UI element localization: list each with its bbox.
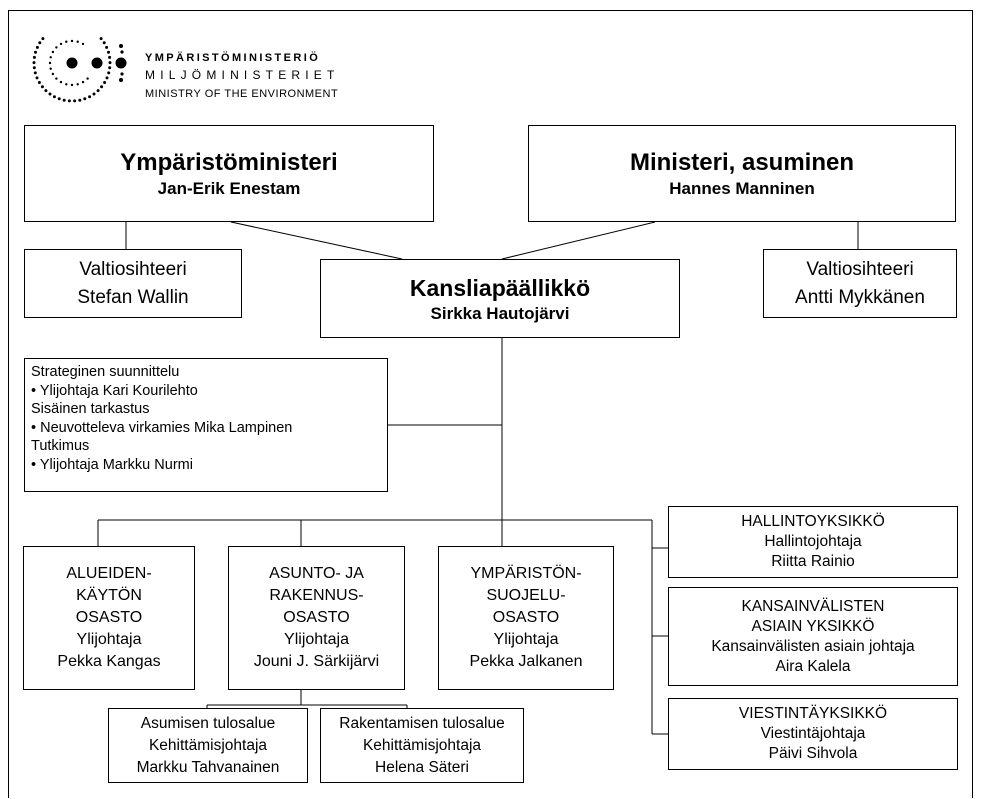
unit-box-communications: VIESTINTÄYKSIKKÖ Viestintäjohtaja Päivi …	[668, 698, 958, 770]
logo-name-swedish: MILJÖMINISTERIET	[145, 68, 340, 82]
connector-minister-chancellor-right	[501, 221, 656, 260]
minister-environment-box: Ympäristöministeri Jan-Erik Enestam	[24, 125, 434, 222]
strategy-line: • Ylijohtaja Markku Nurmi	[31, 456, 193, 473]
strategy-line: Sisäinen tarkastus	[31, 401, 150, 418]
unit-line: Riitta Rainio	[771, 553, 855, 570]
unit-line: HALLINTOYKSIKKÖ	[741, 513, 885, 530]
result-area-line: Asumisen tulosalue	[140, 714, 276, 732]
strategy-line: Tutkimus	[31, 438, 90, 455]
unit-box-administration: HALLINTOYKSIKKÖ Hallintojohtaja Riitta R…	[668, 506, 958, 578]
logo-name-finnish: YMPÄRISTÖMINISTERIÖ	[145, 52, 321, 64]
department-line: Ylijohtaja	[76, 631, 142, 648]
result-area-box-building: Rakentamisen tulosalue Kehittämisjohtaja…	[320, 708, 524, 783]
result-area-line: Kehittämisjohtaja	[362, 736, 482, 754]
unit-line: Hallintojohtaja	[764, 533, 862, 550]
department-box-land-use: ALUEIDEN- KÄYTÖN OSASTO Ylijohtaja Pekka…	[23, 546, 195, 690]
department-line: YMPÄRISTÖN-	[470, 565, 582, 582]
department-box-environmental-protection: YMPÄRISTÖN- SUOJELU- OSASTO Ylijohtaja P…	[438, 546, 614, 690]
state-secretary-right-box: Valtiosihteeri Antti Mykkänen	[763, 249, 957, 318]
chancellor-name: Sirkka Hautojärvi	[430, 303, 570, 323]
connector-minister-chancellor-left	[230, 221, 403, 260]
strategy-line: Strateginen suunnittelu	[31, 364, 180, 380]
department-line: RAKENNUS-	[269, 587, 364, 604]
minister-environment-title: Ympäristöministeri	[120, 148, 338, 176]
ministry-logo-emblem-icon	[32, 37, 127, 103]
unit-line: Kansainvälisten asiain johtaja	[711, 637, 915, 655]
department-line: OSASTO	[283, 609, 350, 626]
department-box-housing-building: ASUNTO- JA RAKENNUS- OSASTO Ylijohtaja J…	[228, 546, 405, 690]
department-line: Jouni J. Särkijärvi	[253, 653, 380, 670]
unit-line: ASIAIN YKSIKKÖ	[751, 617, 875, 635]
page-frame	[8, 10, 973, 798]
unit-line: Viestintäjohtaja	[760, 725, 866, 742]
minister-housing-box: Ministeri, asuminen Hannes Manninen	[528, 125, 956, 222]
strategy-box: Strateginen suunnittelu • Ylijohtaja Kar…	[24, 358, 388, 492]
department-line: Ylijohtaja	[284, 631, 349, 648]
state-secretary-left-title: Valtiosihteeri	[79, 258, 187, 280]
logo-name-english: MINISTRY OF THE ENVIRONMENT	[145, 88, 339, 100]
state-secretary-right-name: Antti Mykkänen	[795, 286, 925, 308]
department-line: OSASTO	[492, 609, 560, 626]
unit-line: Aira Kalela	[775, 657, 851, 675]
chancellor-title: Kansliapäällikkö	[409, 274, 591, 301]
minister-housing-title: Ministeri, asuminen	[629, 148, 855, 176]
result-area-line: Markku Tahvanainen	[136, 758, 280, 776]
strategy-line: • Ylijohtaja Kari Kourilehto	[31, 382, 198, 399]
strategy-line: • Neuvotteleva virkamies Mika Lampinen	[31, 419, 293, 436]
unit-line: KANSAINVÄLISTEN	[741, 597, 885, 615]
department-line: ASUNTO- JA	[269, 565, 364, 582]
minister-environment-name: Jan-Erik Enestam	[157, 178, 301, 198]
state-secretary-left-box: Valtiosihteeri Stefan Wallin	[24, 249, 242, 318]
result-area-box-housing: Asumisen tulosalue Kehittämisjohtaja Mar…	[108, 708, 308, 783]
department-line: ALUEIDEN-	[66, 565, 152, 582]
department-line: KÄYTÖN	[76, 587, 142, 604]
chancellor-box: Kansliapäällikkö Sirkka Hautojärvi	[320, 259, 680, 338]
department-line: Pekka Kangas	[57, 653, 161, 670]
unit-box-international-affairs: KANSAINVÄLISTEN ASIAIN YKSIKKÖ Kansainvä…	[668, 587, 958, 686]
department-line: SUOJELU-	[486, 587, 566, 604]
state-secretary-right-title: Valtiosihteeri	[806, 258, 914, 280]
state-secretary-left-name: Stefan Wallin	[77, 286, 189, 308]
unit-line: VIESTINTÄYKSIKKÖ	[738, 705, 888, 722]
ministry-logo: YMPÄRISTÖMINISTERIÖ MILJÖMINISTERIET MIN…	[0, 0, 400, 120]
department-line: Ylijohtaja	[493, 631, 559, 648]
result-area-line: Kehittämisjohtaja	[148, 736, 268, 754]
department-line: OSASTO	[75, 609, 143, 626]
minister-housing-name: Hannes Manninen	[669, 178, 815, 198]
result-area-line: Rakentamisen tulosalue	[339, 714, 505, 732]
department-line: Pekka Jalkanen	[469, 653, 583, 670]
result-area-line: Helena Säteri	[375, 758, 469, 776]
unit-line: Päivi Sihvola	[768, 745, 858, 762]
